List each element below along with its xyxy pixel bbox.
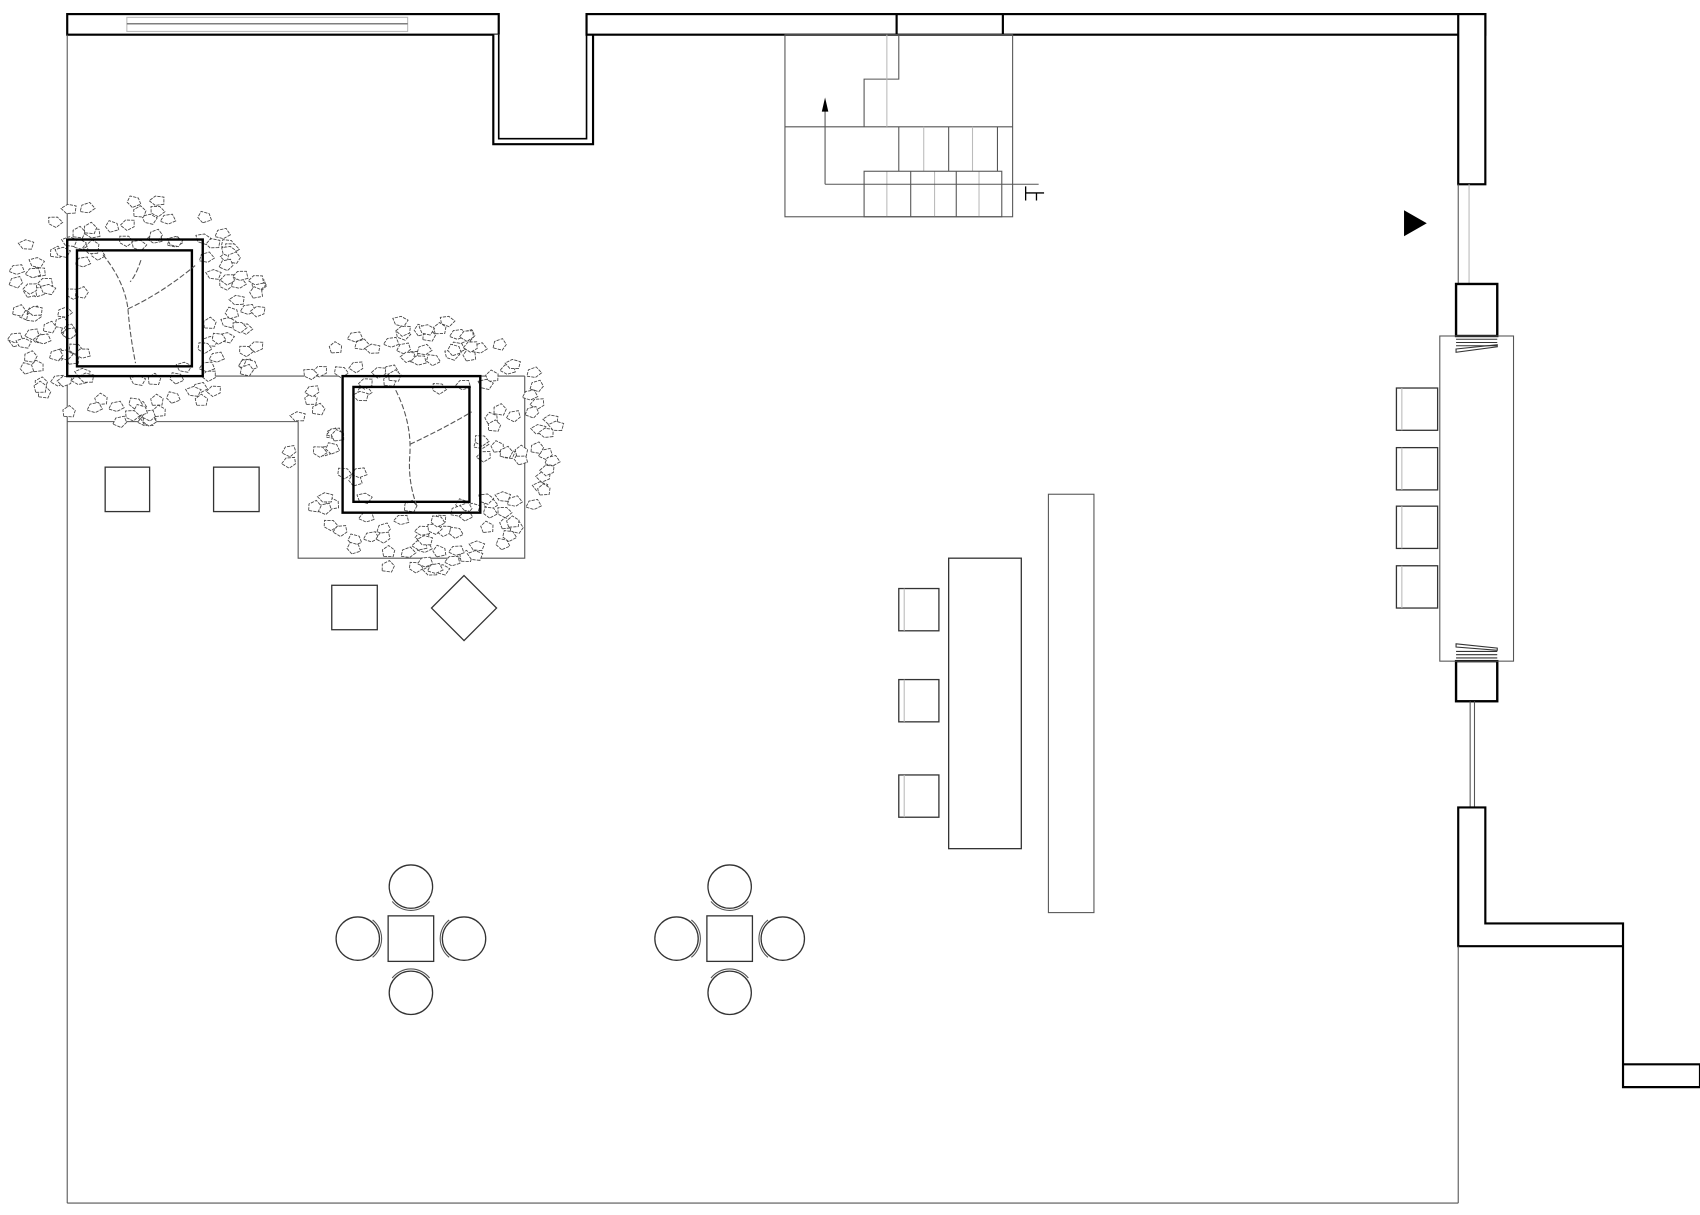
- chair[interactable]: [335, 916, 381, 961]
- long-counter: [1047, 493, 1095, 914]
- exterior-walls: [66, 13, 1700, 1204]
- chair[interactable]: [654, 916, 699, 961]
- bar-table[interactable]: [948, 557, 1022, 850]
- chair[interactable]: [441, 916, 487, 961]
- entrance-arrow-icon: [1404, 210, 1427, 237]
- dining-table-set: [335, 864, 487, 1016]
- chair[interactable]: [707, 864, 752, 909]
- planters: [6, 195, 565, 576]
- service-counter: [1395, 335, 1515, 662]
- tree-canopy: [6, 195, 267, 429]
- chair[interactable]: [388, 864, 434, 909]
- cube-seat[interactable]: [331, 584, 378, 631]
- chair[interactable]: [388, 970, 434, 1016]
- cube-seat[interactable]: [104, 466, 151, 513]
- chair[interactable]: [707, 970, 752, 1016]
- bar-stool[interactable]: [898, 678, 940, 723]
- counter-stool[interactable]: [1395, 446, 1439, 491]
- staircase: [784, 34, 1045, 218]
- dining-tables: [335, 864, 806, 1016]
- tree-canopy: [281, 315, 565, 576]
- table[interactable]: [387, 915, 435, 963]
- counter-stool[interactable]: [1395, 387, 1439, 431]
- cube-seat[interactable]: [430, 574, 498, 642]
- counter-stool[interactable]: [1395, 505, 1439, 550]
- dining-table-set: [654, 864, 806, 1016]
- bar-stool[interactable]: [898, 774, 940, 818]
- bar-stool[interactable]: [898, 587, 940, 632]
- table[interactable]: [706, 915, 754, 963]
- counter-stool[interactable]: [1395, 565, 1439, 609]
- stair-up-arrow-icon: [821, 97, 829, 112]
- bar: [898, 493, 1095, 914]
- cube-seat[interactable]: [212, 466, 260, 513]
- chair[interactable]: [760, 916, 806, 961]
- cube-seats: [104, 466, 498, 642]
